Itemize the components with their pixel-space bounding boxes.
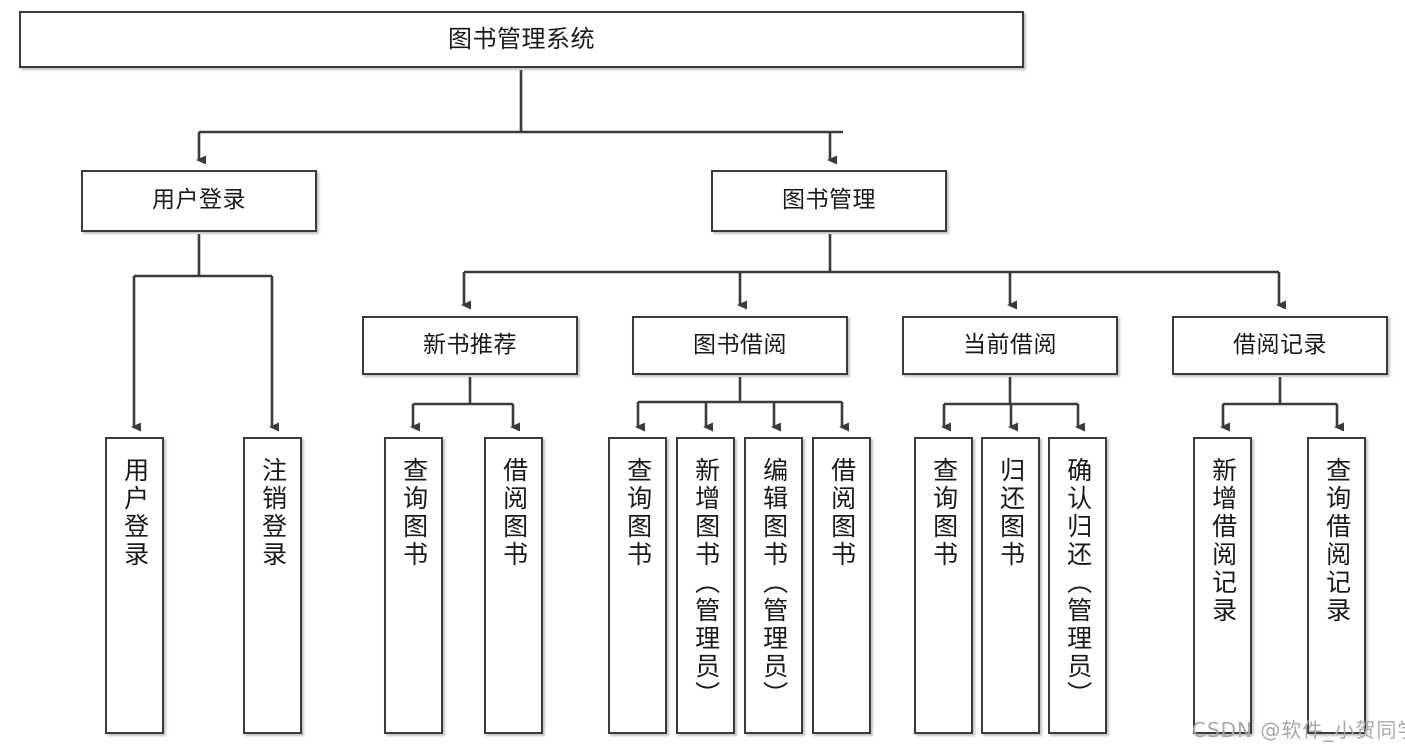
leaf-query-book-current[interactable]: 查询图书	[914, 437, 973, 734]
node-book-management[interactable]: 图书管理	[711, 170, 947, 232]
node-label: 图书管理	[782, 187, 876, 214]
node-label: 查询图书	[929, 457, 959, 569]
csdn-watermark: CSDN @软件_小贺同学	[1192, 718, 1405, 742]
leaf-add-borrow-record[interactable]: 新增借阅记录	[1193, 437, 1252, 734]
node-label: 用户登录	[120, 457, 150, 569]
node-label: 图书借阅	[693, 331, 787, 358]
leaf-confirm-return[interactable]: 确认归还（管理员）	[1048, 437, 1107, 734]
node-root-book-management-system[interactable]: 图书管理系统	[19, 11, 1024, 68]
leaf-user-login[interactable]: 用户登录	[105, 437, 164, 734]
node-label: 当前借阅	[963, 331, 1057, 358]
node-label: 编辑图书（管理员）	[759, 457, 789, 709]
node-current-borrow[interactable]: 当前借阅	[902, 316, 1118, 375]
node-label: 新增借阅记录	[1208, 457, 1238, 625]
node-label: 注销登录	[258, 457, 288, 569]
node-user-login[interactable]: 用户登录	[81, 170, 317, 232]
node-label: 新增图书（管理员）	[691, 457, 721, 709]
node-borrow-record[interactable]: 借阅记录	[1172, 316, 1388, 375]
node-label: 查询图书	[399, 457, 429, 569]
node-book-borrow[interactable]: 图书借阅	[632, 316, 848, 375]
node-label: 用户登录	[152, 187, 246, 214]
leaf-query-borrow-record[interactable]: 查询借阅记录	[1307, 437, 1366, 734]
node-label: 借阅图书	[499, 457, 529, 569]
leaf-return-book[interactable]: 归还图书	[981, 437, 1040, 734]
leaf-add-book[interactable]: 新增图书（管理员）	[676, 437, 735, 734]
node-new-book-recommend[interactable]: 新书推荐	[362, 316, 578, 375]
node-label: 借阅记录	[1233, 331, 1327, 358]
leaf-borrow-book[interactable]: 借阅图书	[812, 437, 871, 734]
node-label: 图书管理系统	[448, 25, 595, 54]
node-label: 确认归还（管理员）	[1063, 457, 1093, 709]
node-label: 归还图书	[996, 457, 1026, 569]
node-label: 借阅图书	[827, 457, 857, 569]
node-label: 查询借阅记录	[1322, 457, 1352, 625]
node-label: 查询图书	[623, 457, 653, 569]
leaf-query-book-recommend[interactable]: 查询图书	[384, 437, 443, 734]
node-label: 新书推荐	[423, 331, 517, 358]
leaf-borrow-book-recommend[interactable]: 借阅图书	[484, 437, 543, 734]
leaf-logout-login[interactable]: 注销登录	[243, 437, 302, 734]
leaf-edit-book[interactable]: 编辑图书（管理员）	[744, 437, 803, 734]
leaf-query-book-borrow[interactable]: 查询图书	[608, 437, 667, 734]
